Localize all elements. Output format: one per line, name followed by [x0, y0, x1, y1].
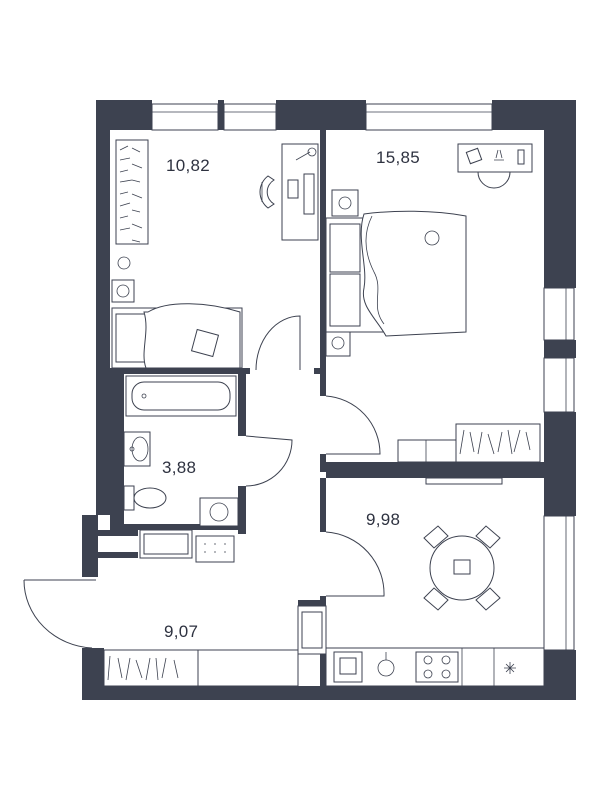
room-area-kitchen: 9,98	[366, 510, 401, 529]
windows	[151, 103, 575, 651]
room-area-bedroom-large: 15,85	[376, 148, 421, 167]
room-area-bathroom: 3,88	[162, 458, 197, 477]
room-area-bedroom-small: 10,82	[166, 156, 211, 175]
doors	[23, 315, 385, 649]
bedroom-small-furniture	[111, 139, 319, 369]
bedroom-large-furniture	[325, 143, 541, 463]
room-area-hallway: 9,07	[164, 622, 199, 641]
outer-walls	[82, 100, 576, 700]
hallway-furniture	[103, 529, 327, 687]
kitchen-furniture	[325, 477, 545, 687]
bathroom-furniture	[123, 375, 239, 527]
interior-walls	[98, 130, 544, 688]
